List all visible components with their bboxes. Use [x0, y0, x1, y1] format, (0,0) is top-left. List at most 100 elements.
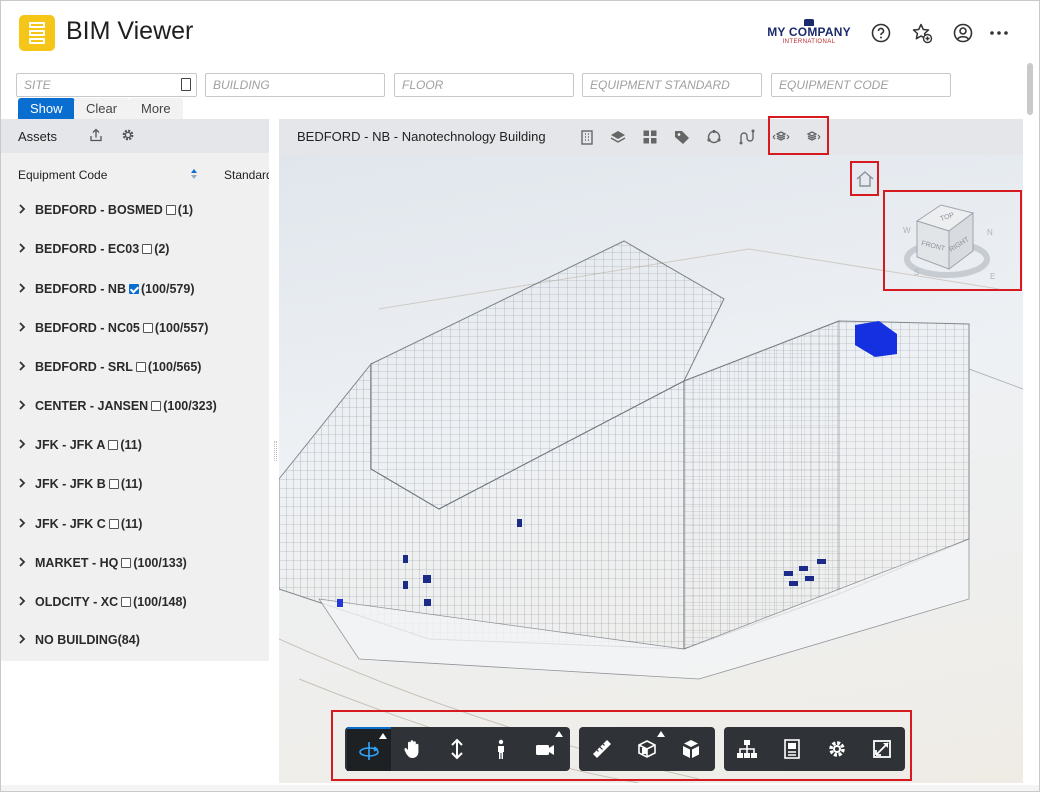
tree-item-checkbox[interactable] — [121, 597, 132, 607]
building-input[interactable] — [206, 74, 384, 96]
site-input[interactable] — [17, 74, 196, 96]
grid-icon[interactable] — [641, 128, 659, 146]
compass-e: E — [990, 272, 995, 281]
tree-item-checkbox[interactable] — [108, 519, 119, 529]
tree-item-checkbox[interactable] — [151, 401, 162, 411]
tag-icon[interactable] — [673, 128, 691, 146]
camera-icon[interactable] — [523, 727, 567, 771]
assets-settings-icon[interactable] — [121, 128, 135, 142]
compass-n: N — [987, 228, 993, 237]
panel-splitter[interactable] — [274, 441, 277, 461]
settings-gear-icon[interactable] — [815, 727, 859, 771]
tree-item[interactable]: MARKET - HQ(100/133) — [1, 553, 269, 573]
equipment-standard-input[interactable] — [583, 74, 761, 96]
more-icon[interactable] — [988, 22, 1010, 44]
tree-item-count: (11) — [120, 477, 143, 491]
tree-item[interactable]: BEDFORD - BOSMED(1) — [1, 200, 269, 220]
explode-cube-icon[interactable] — [669, 727, 713, 771]
layers-icon[interactable] — [609, 128, 627, 146]
tree-item[interactable]: OLDCITY - XC(100/148) — [1, 592, 269, 612]
favorite-add-icon[interactable] — [911, 22, 933, 44]
column-equipment-code[interactable]: Equipment Code — [18, 168, 108, 182]
app-title: BIM Viewer — [66, 17, 194, 45]
modeling-tools — [579, 727, 715, 771]
help-icon[interactable] — [870, 22, 892, 44]
column-standard[interactable]: Standard — [224, 168, 269, 182]
measure-ruler-icon[interactable] — [580, 727, 624, 771]
horizontal-scrollbar[interactable] — [1, 785, 1039, 791]
chevron-right-icon[interactable] — [18, 400, 26, 410]
tree-item-checkbox[interactable] — [142, 244, 153, 254]
first-person-icon[interactable] — [479, 727, 523, 771]
tree-item-label: NO BUILDING(84) — [35, 633, 140, 647]
tree-item[interactable]: NO BUILDING(84) — [1, 630, 269, 650]
share-icon[interactable] — [89, 128, 103, 142]
tree-item-label: BEDFORD - EC03 — [35, 242, 140, 256]
tree-item-checkbox[interactable] — [121, 558, 132, 568]
floor-input[interactable] — [395, 74, 573, 96]
show-button[interactable]: Show — [18, 98, 75, 119]
tree-item-checkbox[interactable] — [108, 440, 119, 450]
zoom-vertical-icon[interactable] — [435, 727, 479, 771]
chevron-right-icon[interactable] — [18, 243, 26, 253]
building-model[interactable] — [279, 119, 1023, 783]
chevron-right-icon[interactable] — [18, 596, 26, 606]
tree-item[interactable]: JFK - JFK C(11) — [1, 514, 269, 534]
user-icon[interactable] — [952, 22, 974, 44]
app-logo-icon — [19, 15, 55, 51]
properties-icon[interactable] — [770, 727, 814, 771]
more-button[interactable]: More — [129, 98, 183, 119]
tree-item-count: (2) — [154, 242, 170, 256]
section-box-icon[interactable] — [625, 727, 669, 771]
tree-item-label: OLDCITY - XC — [35, 595, 119, 609]
tree-item-count: (100/133) — [133, 556, 187, 570]
equipment-code-input[interactable] — [772, 74, 950, 96]
home-view-icon[interactable] — [853, 167, 877, 191]
building-field[interactable] — [205, 73, 385, 97]
chevron-right-icon[interactable] — [18, 204, 26, 214]
vertical-scrollbar[interactable] — [1027, 63, 1033, 115]
company-name: MY COMPANY — [767, 25, 851, 39]
viewcube[interactable]: TOP FRONT RIGHT N S E W — [891, 197, 1009, 289]
tree-item-checkbox[interactable] — [108, 479, 119, 489]
tree-item[interactable]: CENTER - JANSEN(100/323) — [1, 396, 269, 416]
chevron-right-icon[interactable] — [18, 557, 26, 567]
equipment-code-field[interactable] — [771, 73, 951, 97]
bim-viewer[interactable]: BEDFORD - NB - Nanotechnology Building T… — [279, 119, 1023, 783]
pan-hand-icon[interactable] — [391, 727, 435, 771]
tree-item[interactable]: BEDFORD - SRL(100/565) — [1, 357, 269, 377]
chevron-right-icon[interactable] — [18, 478, 26, 488]
chevron-right-icon[interactable] — [18, 283, 26, 293]
explode-left-icon[interactable] — [772, 128, 790, 146]
building-icon[interactable] — [578, 128, 596, 146]
explode-right-icon[interactable] — [803, 128, 821, 146]
chevron-right-icon[interactable] — [18, 634, 26, 644]
chevron-right-icon[interactable] — [18, 439, 26, 449]
orbit-icon[interactable] — [347, 727, 391, 771]
tree-item-checkbox[interactable] — [128, 284, 139, 294]
tree-item[interactable]: BEDFORD - EC03 (2) — [1, 239, 269, 259]
path-icon[interactable] — [737, 128, 755, 146]
model-tree-icon[interactable] — [725, 727, 769, 771]
assets-title: Assets — [18, 129, 58, 144]
tree-item-checkbox[interactable] — [135, 362, 146, 372]
site-picker-icon[interactable] — [181, 78, 191, 91]
fullscreen-icon[interactable] — [860, 727, 904, 771]
company-logo: MY COMPANY INTERNATIONAL — [767, 19, 851, 45]
tree-item-checkbox[interactable] — [142, 323, 153, 333]
chevron-right-icon[interactable] — [18, 518, 26, 528]
floor-field[interactable] — [394, 73, 574, 97]
tree-item[interactable]: JFK - JFK B(11) — [1, 474, 269, 494]
tree-item[interactable]: JFK - JFK A(11) — [1, 435, 269, 455]
site-field[interactable] — [16, 73, 197, 97]
chevron-right-icon[interactable] — [18, 322, 26, 332]
tree-item[interactable]: BEDFORD - NC05(100/557) — [1, 318, 269, 338]
chevron-right-icon[interactable] — [18, 361, 26, 371]
refresh-cycle-icon[interactable] — [705, 128, 723, 146]
sort-icon[interactable] — [190, 167, 198, 181]
equipment-standard-field[interactable] — [582, 73, 762, 97]
tree-item[interactable]: BEDFORD - NB(100/579) — [1, 279, 269, 299]
tree-item-checkbox[interactable] — [165, 205, 176, 215]
clear-button[interactable]: Clear — [74, 98, 130, 119]
tree-item-label: JFK - JFK C — [35, 517, 106, 531]
